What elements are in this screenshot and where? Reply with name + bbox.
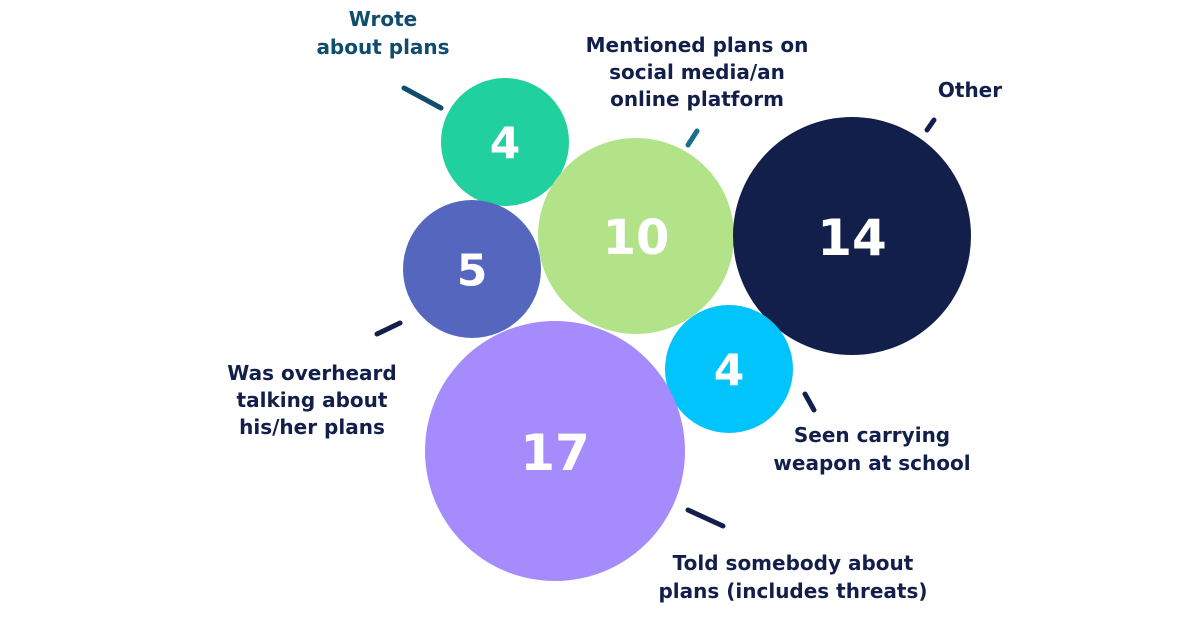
label-mentioned-plans-on-social-media-an-online-platform: Mentioned plans on social media/an online … xyxy=(586,33,809,111)
label-line: Was overheard xyxy=(227,361,396,385)
leader-line-seen-carrying-weapon-at-school xyxy=(802,391,817,413)
bubble-value-told-somebody-about-plans-includes-threats: 17 xyxy=(520,424,590,482)
label-told-somebody-about-plans-includes-threats: Told somebody about plans (includes threa… xyxy=(658,551,927,603)
bubble-mentioned-plans-on-social-media-an-online-platform xyxy=(538,138,734,334)
label-was-overheard-talking-about-his-her-plans: Was overheard talking about his/her plans xyxy=(227,361,396,439)
label-line: online platform xyxy=(610,87,784,111)
label-other: Other xyxy=(938,78,1002,102)
label-line: about plans xyxy=(316,35,449,59)
leader-line-other xyxy=(924,117,937,133)
label-line: Mentioned plans on xyxy=(586,33,809,57)
label-line: Wrote xyxy=(349,7,417,31)
bubble-other xyxy=(733,117,971,355)
label-line: Seen carrying xyxy=(794,423,950,447)
bubble-value-mentioned-plans-on-social-media-an-online-platform: 10 xyxy=(603,210,670,266)
bubble-value-wrote-about-plans: 4 xyxy=(490,119,521,170)
bubble-value-was-overheard-talking-about-his-her-plans: 5 xyxy=(457,246,488,297)
bubble-told-somebody-about-plans-includes-threats xyxy=(425,321,685,581)
leader-line-told-somebody-about-plans-includes-threats xyxy=(685,507,726,529)
bubble-was-overheard-talking-about-his-her-plans xyxy=(403,200,541,338)
bubble-value-other: 14 xyxy=(817,209,887,267)
label-line: Told somebody about xyxy=(673,551,914,575)
label-line: plans (includes threats) xyxy=(658,579,927,603)
leader-line-wrote-about-plans xyxy=(401,85,444,111)
leader-line-mentioned-plans-on-social-media-an-online-platform xyxy=(685,128,700,148)
label-line: his/her plans xyxy=(239,415,385,439)
bubble-value-seen-carrying-weapon-at-school: 4 xyxy=(714,346,745,397)
label-line: Other xyxy=(938,78,1002,102)
label-seen-carrying-weapon-at-school: Seen carrying weapon at school xyxy=(773,423,970,475)
label-wrote-about-plans: Wrote about plans xyxy=(316,7,449,59)
label-line: social media/an xyxy=(609,60,785,84)
bubble-seen-carrying-weapon-at-school xyxy=(665,305,793,433)
leader-line-was-overheard-talking-about-his-her-plans xyxy=(374,320,403,337)
label-line: weapon at school xyxy=(773,451,970,475)
bubble-wrote-about-plans xyxy=(441,78,569,206)
label-line: talking about xyxy=(237,388,388,412)
